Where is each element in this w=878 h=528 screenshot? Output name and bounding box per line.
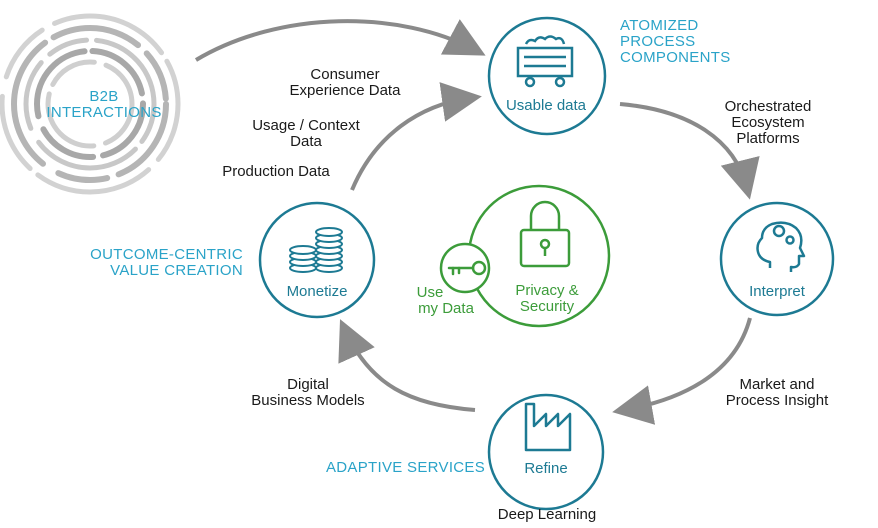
label-digital-business: Digital Business Models	[251, 376, 364, 409]
usable-data-label: Usable data	[506, 97, 587, 114]
arrow-monetize-to-usable	[350, 82, 482, 191]
node-usable-data[interactable]: Usable data	[487, 16, 607, 136]
node-interpret[interactable]: Interpret	[719, 201, 835, 317]
data-cart-icon	[516, 35, 574, 88]
label-orchestrated: Orchestrated Ecosystem Platforms	[725, 98, 812, 147]
label-usage-context: Usage / Context Data	[252, 117, 360, 150]
svg-text:PROCESS: PROCESS	[620, 33, 695, 50]
svg-text:Experience Data: Experience Data	[290, 82, 402, 99]
b2b-rings-icon	[0, 13, 181, 195]
padlock-icon	[519, 200, 571, 268]
b2b-line2: INTERACTIONS	[46, 104, 161, 121]
use-data-line1: Use	[417, 284, 444, 301]
caption-atomized: ATOMIZED PROCESS COMPONENTS	[620, 17, 731, 66]
label-consumer-experience: Consumer Experience Data	[290, 66, 402, 99]
svg-text:Usage / Context: Usage / Context	[252, 117, 360, 134]
svg-text:Market and: Market and	[739, 376, 814, 393]
node-use-my-data[interactable]: Use my Data	[417, 242, 491, 317]
privacy-label-line2: Security	[520, 298, 575, 315]
svg-text:Platforms: Platforms	[736, 130, 799, 147]
label-deep-learning: Deep Learning	[498, 506, 596, 523]
arrow-b2b-to-usable	[194, 19, 486, 62]
svg-text:OUTCOME-CENTRIC: OUTCOME-CENTRIC	[90, 246, 243, 263]
node-privacy-security[interactable]: Privacy & Security	[467, 184, 611, 328]
coin-stacks-icon	[289, 227, 343, 273]
factory-icon	[524, 402, 572, 452]
svg-text:Consumer: Consumer	[310, 66, 379, 83]
caption-outcome: OUTCOME-CENTRIC VALUE CREATION	[90, 246, 243, 279]
label-market-process: Market and Process Insight	[726, 376, 829, 409]
arrow-refine-to-monetize	[338, 319, 476, 412]
svg-text:VALUE CREATION: VALUE CREATION	[110, 262, 243, 279]
interpret-label: Interpret	[749, 283, 806, 300]
svg-text:Orchestrated: Orchestrated	[725, 98, 812, 115]
head-gears-icon	[756, 221, 806, 272]
node-refine[interactable]: Refine	[487, 393, 605, 511]
svg-text:COMPONENTS: COMPONENTS	[620, 49, 731, 66]
svg-text:Digital: Digital	[287, 376, 329, 393]
label-production-data: Production Data	[222, 163, 330, 180]
svg-text:ATOMIZED: ATOMIZED	[620, 17, 699, 34]
refine-label: Refine	[524, 460, 567, 477]
privacy-label-line1: Privacy &	[515, 282, 578, 299]
node-monetize[interactable]: Monetize	[258, 201, 376, 319]
use-data-line2: my Data	[418, 300, 475, 317]
arrow-usable-to-interpret	[619, 102, 760, 200]
key-icon	[447, 260, 487, 276]
svg-text:Data: Data	[290, 133, 322, 150]
arrow-interpret-to-refine	[612, 317, 752, 425]
svg-text:Business Models: Business Models	[251, 392, 364, 409]
caption-adaptive: ADAPTIVE SERVICES	[326, 459, 485, 476]
monetize-label: Monetize	[287, 283, 348, 300]
b2b-line1: B2B	[89, 88, 118, 105]
svg-text:Ecosystem: Ecosystem	[731, 114, 804, 131]
svg-text:Process Insight: Process Insight	[726, 392, 829, 409]
